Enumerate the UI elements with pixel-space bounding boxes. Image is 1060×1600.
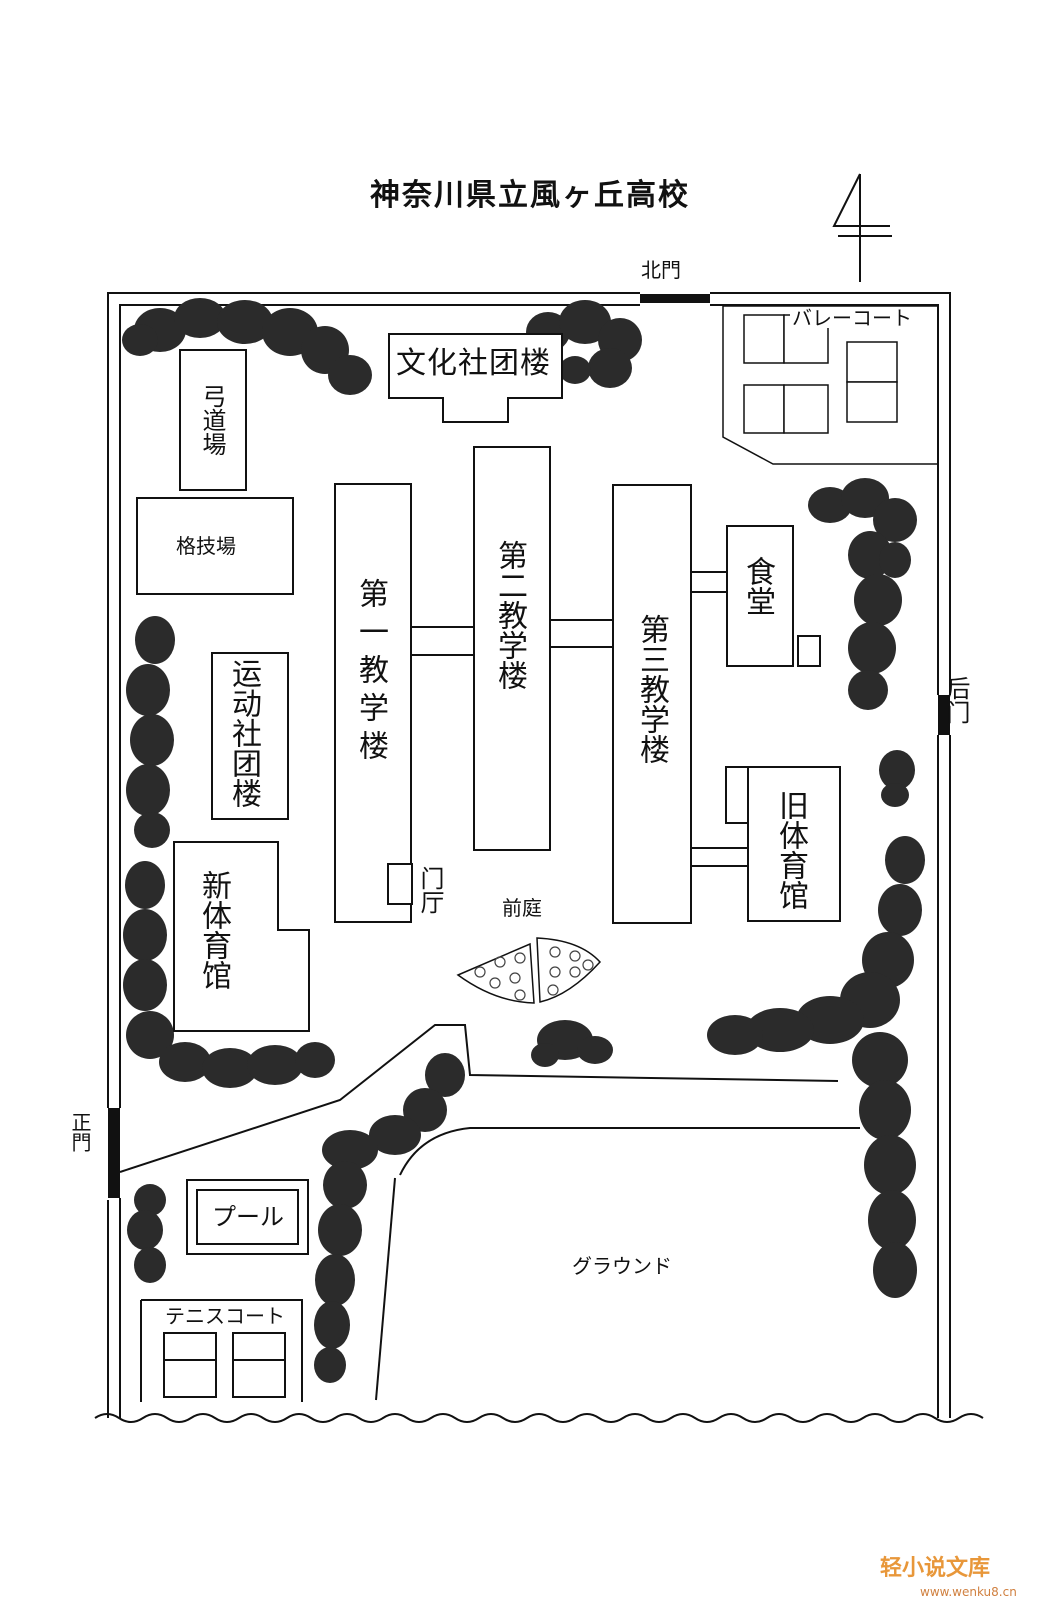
- courtyard-label: 前庭: [502, 896, 542, 920]
- main-gate-label: 正門: [68, 1112, 92, 1152]
- north-gate-bar: [640, 294, 710, 303]
- new-gym-label: 新体育馆: [196, 870, 231, 990]
- back-gate-bar: [938, 695, 950, 735]
- tennis-label: テニスコート: [165, 1304, 285, 1328]
- kakugi-building: [136, 497, 294, 595]
- page-title: 神奈川県立風ヶ丘高校: [370, 178, 690, 213]
- tree-clusters: [122, 298, 925, 1383]
- campus-wall: [107, 292, 951, 1418]
- building3: [612, 484, 692, 924]
- culture-club-building: [388, 333, 563, 423]
- back-gate-label: 后门: [942, 676, 970, 724]
- wavy-boundary: [94, 1413, 984, 1423]
- old-gym-label: 旧体育馆: [773, 790, 808, 910]
- cafeteria-building: [726, 525, 794, 667]
- main-gate-bar: [108, 1108, 120, 1198]
- sports-club-building: [211, 652, 289, 820]
- building2-label: 第二教学楼: [492, 540, 527, 690]
- culture-club-label: 文化社团楼: [396, 346, 551, 381]
- pool-area: [186, 1179, 309, 1255]
- entrance-box: [387, 863, 413, 905]
- building3-label: 第三教学楼: [634, 614, 669, 764]
- building1-label: 第一教学楼: [353, 578, 388, 768]
- north-gate-label: 北門: [641, 258, 681, 282]
- cafeteria-annex: [797, 635, 821, 667]
- watermark-url: www.wenku8.cn: [920, 1585, 1017, 1599]
- sports-club-label: 运动社团楼: [226, 658, 261, 808]
- kakugi-label: 格技場: [176, 534, 236, 558]
- new-gym-building: [173, 841, 310, 1032]
- volleyball-label: バレーコート: [790, 306, 914, 330]
- volleyball-court-area: [722, 305, 939, 465]
- compass-icon: [832, 173, 892, 282]
- kyudo-label: 弓道場: [198, 384, 226, 456]
- building2: [473, 446, 551, 851]
- ground-label: グラウンド: [572, 1254, 672, 1278]
- old-gym-building: [747, 766, 841, 922]
- kyudo-building: [179, 349, 247, 491]
- corridors: [411, 571, 748, 867]
- cafeteria-label: 食堂: [740, 556, 775, 616]
- pool-label: プール: [212, 1203, 284, 1231]
- flower-beds: [456, 937, 602, 1004]
- watermark-logo: 轻小说文库: [880, 1555, 990, 1581]
- paths: [119, 1024, 860, 1401]
- building1: [334, 483, 412, 923]
- tennis-court-area: [140, 1299, 303, 1402]
- entrance-label: 门厅: [416, 866, 444, 914]
- watermark-logo-icon: 轻小说文库 www.wenku8.cn: [880, 1555, 1017, 1599]
